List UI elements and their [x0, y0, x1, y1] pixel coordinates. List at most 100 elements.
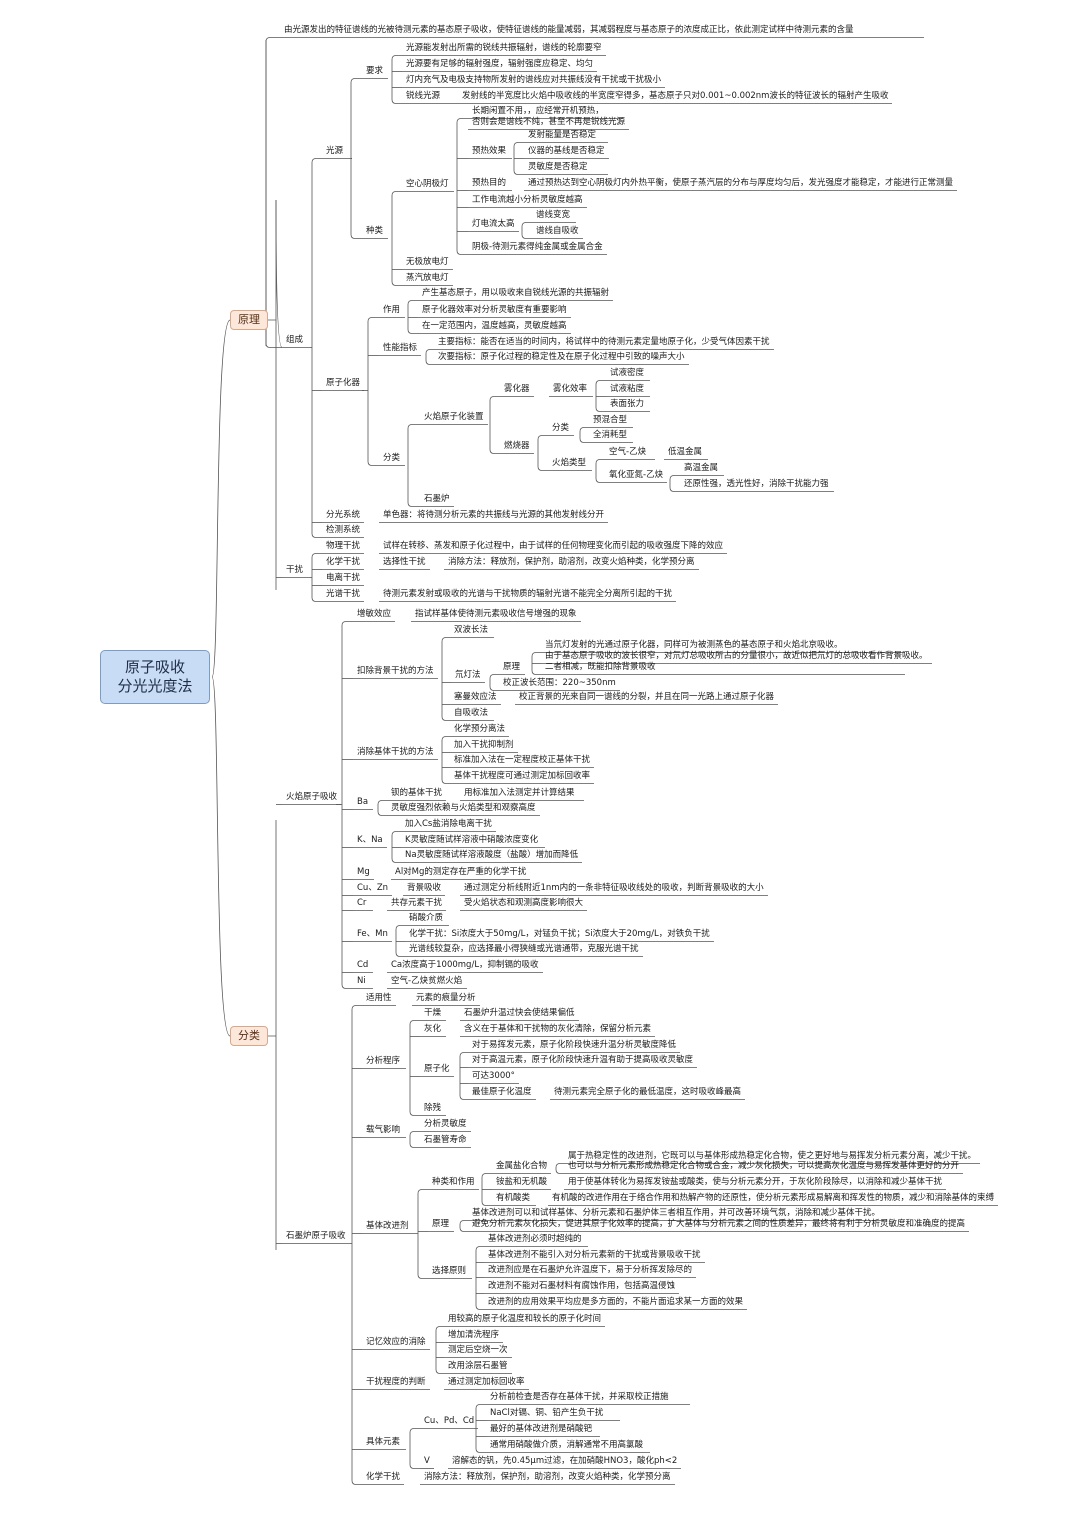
node-fgxt-d[interactable]: 单色器：将待测分析元素的共振线与光源的其他发射线分开 — [383, 510, 605, 520]
node-ruixian-d[interactable]: 发射线的半宽度比火焰中吸收线的半宽度窄得多，基态原子只对0.001~0.002n… — [462, 91, 889, 101]
node-xzxgr-d[interactable]: 消除方法：释放剂，保护剂，助溶剂，改变火焰种类，化学预分离 — [448, 557, 695, 567]
node-xzyz[interactable]: 选择原则 — [432, 1266, 467, 1276]
node-xnzb[interactable]: 性能指标 — [383, 343, 418, 353]
node-wlgr-d[interactable]: 试样在转移、蒸发和原子化过程中，由于试样的任何物理变化而引起的吸收强度下降的效应 — [383, 541, 724, 551]
node-smdl[interactable]: 石墨炉 — [424, 494, 450, 504]
node-zmxy-d[interactable]: 指试样基体使待测元素吸收信号增强的现象 — [415, 609, 577, 619]
node-ni[interactable]: Ni — [357, 976, 366, 986]
node-jyxy[interactable]: 记忆效应的消除 — [366, 1337, 426, 1347]
node-rs-fl1[interactable]: 预混合型 — [593, 415, 628, 425]
node-yaoqiu[interactable]: 要求 — [366, 66, 384, 76]
node-cuzn[interactable]: Cu、Zn — [357, 883, 389, 893]
node-ba1[interactable]: 钡的基体干扰 — [391, 788, 443, 798]
node-kqyq[interactable]: 空气-乙炔 — [609, 447, 647, 457]
node-jcxt[interactable]: 检测系统 — [326, 525, 361, 535]
node-ba2[interactable]: 灵敏度强烈依赖与火焰类型和观察高度 — [391, 803, 536, 813]
node-yzh4-d[interactable]: 待测元素完全原子化的最低温度，这时吸收峰最高 — [554, 1087, 742, 1097]
branch-principle[interactable]: 原理 — [230, 310, 268, 330]
node-yjs-d[interactable]: 有机酸的改进作用在于络合作用和热解产物的还原性，使分析元素形成易解离和挥发性的物… — [552, 1193, 995, 1203]
node-kongxin[interactable]: 空心阴极灯 — [406, 179, 449, 189]
node-cp3[interactable]: 最好的基体改进剂是硝酸钯 — [490, 1424, 593, 1434]
root-topic[interactable]: 原子吸收 分光光度法 — [100, 650, 210, 704]
node-yzh[interactable]: 原子化 — [424, 1064, 450, 1074]
node-jt-yl2[interactable]: 避免分析元素灰化损失，促进其原子化效率的提高，扩大基体与分析元素之间的性质差异，… — [472, 1219, 966, 1229]
node-zmxy[interactable]: 增敏效应 — [357, 609, 392, 619]
node-xz5[interactable]: 改进剂的应用效果平均应是多方面的，不能片面追求某一方面的效果 — [488, 1297, 744, 1307]
node-cupdcd[interactable]: Cu、Pd、Cd — [424, 1416, 475, 1426]
node-wuhua[interactable]: 雾化器 — [504, 384, 530, 394]
node-yzh4[interactable]: 最佳原子化温度 — [472, 1087, 532, 1097]
node-cuzn1-d[interactable]: 通过测定分析线附近1nm内的一条非特征吸收线处的吸收，判断背景吸收的大小 — [464, 883, 764, 893]
node-zq2[interactable]: 石墨管寿命 — [424, 1135, 467, 1145]
node-kx1b[interactable]: 否则会是谱线不纯，甚至不再是锐线光源 — [472, 117, 626, 127]
node-yrxg[interactable]: 预热效果 — [472, 146, 507, 156]
node-cr1[interactable]: 共存元素干扰 — [391, 898, 443, 908]
node-dlgr[interactable]: 电离干扰 — [326, 573, 361, 583]
node-dl2[interactable]: 谱线自吸收 — [536, 226, 579, 236]
node-smxy[interactable]: 塞曼效应法 — [454, 692, 497, 702]
node-grcd-d[interactable]: 通过测定加标回收率 — [448, 1377, 525, 1387]
node-ganrao[interactable]: 干扰 — [286, 565, 304, 575]
node-zxsf[interactable]: 自吸收法 — [454, 708, 489, 718]
node-rsq[interactable]: 燃烧器 — [504, 441, 530, 451]
node-zy2[interactable]: 原子化器效率对分析灵敏度有重要影响 — [422, 305, 567, 315]
node-cr1-d[interactable]: 受火焰状态和观测高度影响很大 — [464, 898, 584, 908]
node-hxgr2[interactable]: 化学干扰 — [366, 1472, 401, 1482]
node-yinji[interactable]: 阴极-待测元素得纯金属或金属合金 — [472, 242, 603, 252]
node-qd-yl[interactable]: 原理 — [503, 662, 521, 672]
node-gpgr[interactable]: 光谱干扰 — [326, 589, 361, 599]
node-kna2[interactable]: K灵敏度随试样溶液中硝酸浓度变化 — [405, 835, 539, 845]
node-kx1a[interactable]: 长期闲置不用，，应经常开机预热， — [472, 106, 604, 116]
node-yr1[interactable]: 发射能量是否稳定 — [528, 130, 597, 140]
node-syx-d[interactable]: 元素的痕量分析 — [416, 993, 476, 1003]
node-kna1[interactable]: 加入Cs盐消除电离干扰 — [405, 819, 492, 829]
node-yr3[interactable]: 灵敏度是否稳定 — [528, 162, 588, 172]
node-jt-yl[interactable]: 原理 — [432, 1219, 450, 1229]
node-wlgr[interactable]: 物理干扰 — [326, 541, 361, 551]
node-xc1[interactable]: 化学预分离法 — [454, 724, 506, 734]
node-cp4[interactable]: 通常用硝酸做介质，消解通常不用高氯酸 — [490, 1440, 644, 1450]
node-fenlei-a[interactable]: 分类 — [383, 453, 401, 463]
node-xc2[interactable]: 加入干扰抑制剂 — [454, 740, 514, 750]
node-jsyh1[interactable]: 属于热稳定性的改进剂，它既可以与基体形成热稳定化合物，使之更好地与易挥发分析元素… — [568, 1151, 977, 1161]
node-yrmd[interactable]: 预热目的 — [472, 178, 507, 188]
node-hh[interactable]: 灰化 — [424, 1024, 442, 1034]
node-zhengqi[interactable]: 蒸汽放电灯 — [406, 273, 449, 283]
node-xcjt[interactable]: 消除基体干扰的方法 — [357, 747, 434, 757]
node-yhyd[interactable]: 氧化亚氮-乙炔 — [609, 470, 664, 480]
node-yjs[interactable]: 有机酸类 — [496, 1193, 531, 1203]
node-fm3[interactable]: 光谱线较复杂，应选择最小得狭缝或光谱通带，克服光谱干扰 — [409, 944, 639, 954]
node-mg[interactable]: Mg — [357, 867, 370, 877]
node-zq1[interactable]: 分析灵敏度 — [424, 1119, 467, 1129]
node-wuji[interactable]: 无极放电灯 — [406, 257, 449, 267]
node-gz[interactable]: 干燥 — [424, 1008, 442, 1018]
node-jtys[interactable]: 具体元素 — [366, 1437, 401, 1447]
node-xc4[interactable]: 基体干扰程度可通过测定加标回收率 — [454, 771, 591, 781]
node-hyzz[interactable]: 火焰原子化装置 — [424, 412, 484, 422]
node-grcd[interactable]: 干扰程度的判断 — [366, 1377, 426, 1387]
node-yzhq[interactable]: 原子化器 — [326, 378, 361, 388]
node-dl1[interactable]: 谱线变宽 — [536, 210, 571, 220]
node-xn1[interactable]: 主要指标：能否在适当的时间内，将试样中的待测元素定量地原子化，少受气体因素干扰 — [438, 337, 770, 347]
node-kcbj[interactable]: 扣除背景干扰的方法 — [357, 666, 434, 676]
node-smxy-d[interactable]: 校正背景的光来自同一谱线的分裂，并且在同一光路上通过原子化器 — [519, 692, 775, 702]
node-p-def[interactable]: 由光源发出的特征谱线的光被待测元素的基态原子吸收，使特征谱线的能量减弱，其减弱程… — [284, 25, 854, 35]
node-gz-d[interactable]: 石墨炉升温过快会使结果偏低 — [464, 1008, 575, 1018]
node-whxl[interactable]: 雾化效率 — [553, 384, 588, 394]
node-xz4[interactable]: 改进剂不能对石墨材料有腐蚀作用，包括高温侵蚀 — [488, 1281, 676, 1291]
node-hh-d[interactable]: 含义在于基体和干扰物的灰化清除，保留分析元素 — [464, 1024, 652, 1034]
node-kna3[interactable]: Na灵敏度随试样溶液酸度（盐酸）增加而降低 — [405, 850, 579, 860]
node-cd[interactable]: Cd — [357, 960, 369, 970]
node-zuoyong[interactable]: 作用 — [383, 305, 401, 315]
node-zy1[interactable]: 产生基态原子，用以吸收来自锐线光源的共振辐射 — [422, 288, 610, 298]
node-kna[interactable]: K、Na — [357, 835, 383, 845]
node-xc3[interactable]: 标准加入法在一定程度校正基体干扰 — [454, 755, 591, 765]
node-smlyz[interactable]: 石墨炉原子吸收 — [286, 1231, 346, 1241]
node-qd-fw[interactable]: 校正波长范围：220~350nm — [503, 678, 616, 688]
node-qdf[interactable]: 氘灯法 — [455, 670, 481, 680]
node-qd3[interactable]: 二者相减，既能扣除背景吸收 — [545, 662, 656, 672]
node-ay-d[interactable]: 用于使基体转化为易挥发铵盐或酸类，使与分析元素分开，于灰化阶段除尽，以消除和减少… — [568, 1177, 943, 1187]
node-fxcx[interactable]: 分析程序 — [366, 1056, 401, 1066]
node-yzh2[interactable]: 对于高温元素，原子化阶段快速升温有助于提高吸收灵敏度 — [472, 1055, 694, 1065]
node-ba[interactable]: Ba — [357, 797, 369, 807]
